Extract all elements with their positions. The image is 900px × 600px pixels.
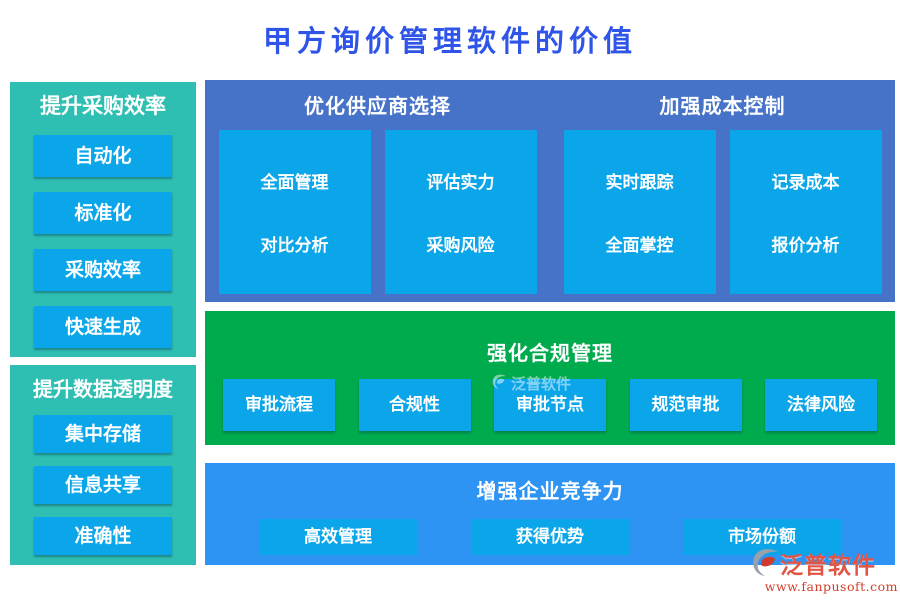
section-header: 提升数据透明度	[33, 377, 173, 401]
sidebar-item-standardization: 标准化	[34, 192, 172, 234]
page-title: 甲方询价管理软件的价值	[262, 24, 637, 58]
box-row: 全面管理 对比分析 评估实力 采购风险	[205, 130, 550, 294]
box-row: 实时跟踪 全面掌控 记录成本 报价分析	[550, 130, 895, 294]
compliance-item-legal-risk: 法律风险	[765, 379, 877, 431]
sidebar-item-automation: 自动化	[34, 135, 172, 177]
pill-row: 审批流程 合规性 审批节点 规范审批 法律风险	[205, 379, 895, 431]
value-box-cost-2: 记录成本 报价分析	[729, 130, 882, 294]
compliance-item-approval-node: 审批节点	[494, 379, 606, 431]
pill-row: 高效管理 获得优势 市场份额	[205, 519, 895, 555]
value-box-line: 全面掌控	[605, 236, 674, 256]
sidebar-section-procurement-efficiency: 提升采购效率 自动化 标准化 采购效率 快速生成	[10, 82, 196, 357]
value-box-cost-1: 实时跟踪 全面掌控	[563, 130, 716, 294]
value-box-supplier-2: 评估实力 采购风险	[384, 130, 537, 294]
competitiveness-item-gain-advantage: 获得优势	[471, 519, 629, 555]
group-header: 优化供应商选择	[304, 94, 451, 118]
group-header: 加强成本控制	[659, 94, 786, 118]
compliance-item-approval-process: 审批流程	[223, 379, 335, 431]
section-supplier-and-cost: 优化供应商选择 全面管理 对比分析 评估实力 采购风险 加强成本控制 实时跟踪 …	[205, 80, 895, 302]
brand-logo: 泛普软件 www.fanpusoft.com	[750, 546, 898, 594]
brand-swoosh-icon	[750, 546, 780, 582]
value-box-line: 评估实力	[426, 173, 495, 193]
sidebar-item-centralized-storage: 集中存储	[34, 415, 172, 453]
sidebar-item-accuracy: 准确性	[34, 517, 172, 555]
brand-website: www.fanpusoft.com	[764, 579, 898, 594]
value-box-line: 对比分析	[260, 236, 329, 256]
competitiveness-item-market-share: 市场份额	[683, 519, 841, 555]
value-box-line: 全面管理	[260, 173, 329, 193]
value-box-supplier-1: 全面管理 对比分析	[218, 130, 371, 294]
compliance-item-standard-approval: 规范审批	[629, 379, 742, 431]
sidebar-item-information-sharing: 信息共享	[34, 466, 172, 504]
section-header: 增强企业竞争力	[476, 479, 624, 503]
value-box-line: 实时跟踪	[605, 173, 674, 193]
supplier-selection-group: 优化供应商选择 全面管理 对比分析 评估实力 采购风险	[205, 80, 550, 302]
section-header: 强化合规管理	[487, 341, 613, 365]
value-box-line: 报价分析	[771, 236, 840, 256]
competitiveness-item-efficient-management: 高效管理	[259, 519, 417, 555]
cost-control-group: 加强成本控制 实时跟踪 全面掌控 记录成本 报价分析	[550, 80, 895, 302]
value-box-line: 采购风险	[426, 236, 495, 256]
sidebar-item-quick-generation: 快速生成	[34, 306, 172, 348]
section-compliance: 强化合规管理 审批流程 合规性 审批节点 规范审批 法律风险 泛普软件	[205, 311, 895, 445]
section-competitiveness: 增强企业竞争力 高效管理 获得优势 市场份额	[205, 463, 895, 565]
compliance-item-compliance: 合规性	[358, 379, 471, 431]
sidebar-item-procurement-efficiency: 采购效率	[34, 249, 172, 291]
brand-logo-top: 泛普软件	[750, 546, 898, 582]
sidebar-section-data-transparency: 提升数据透明度 集中存储 信息共享 准确性	[10, 365, 196, 565]
section-header: 提升采购效率	[40, 93, 166, 118]
value-box-line: 记录成本	[771, 173, 840, 193]
brand-name: 泛普软件	[780, 552, 876, 579]
